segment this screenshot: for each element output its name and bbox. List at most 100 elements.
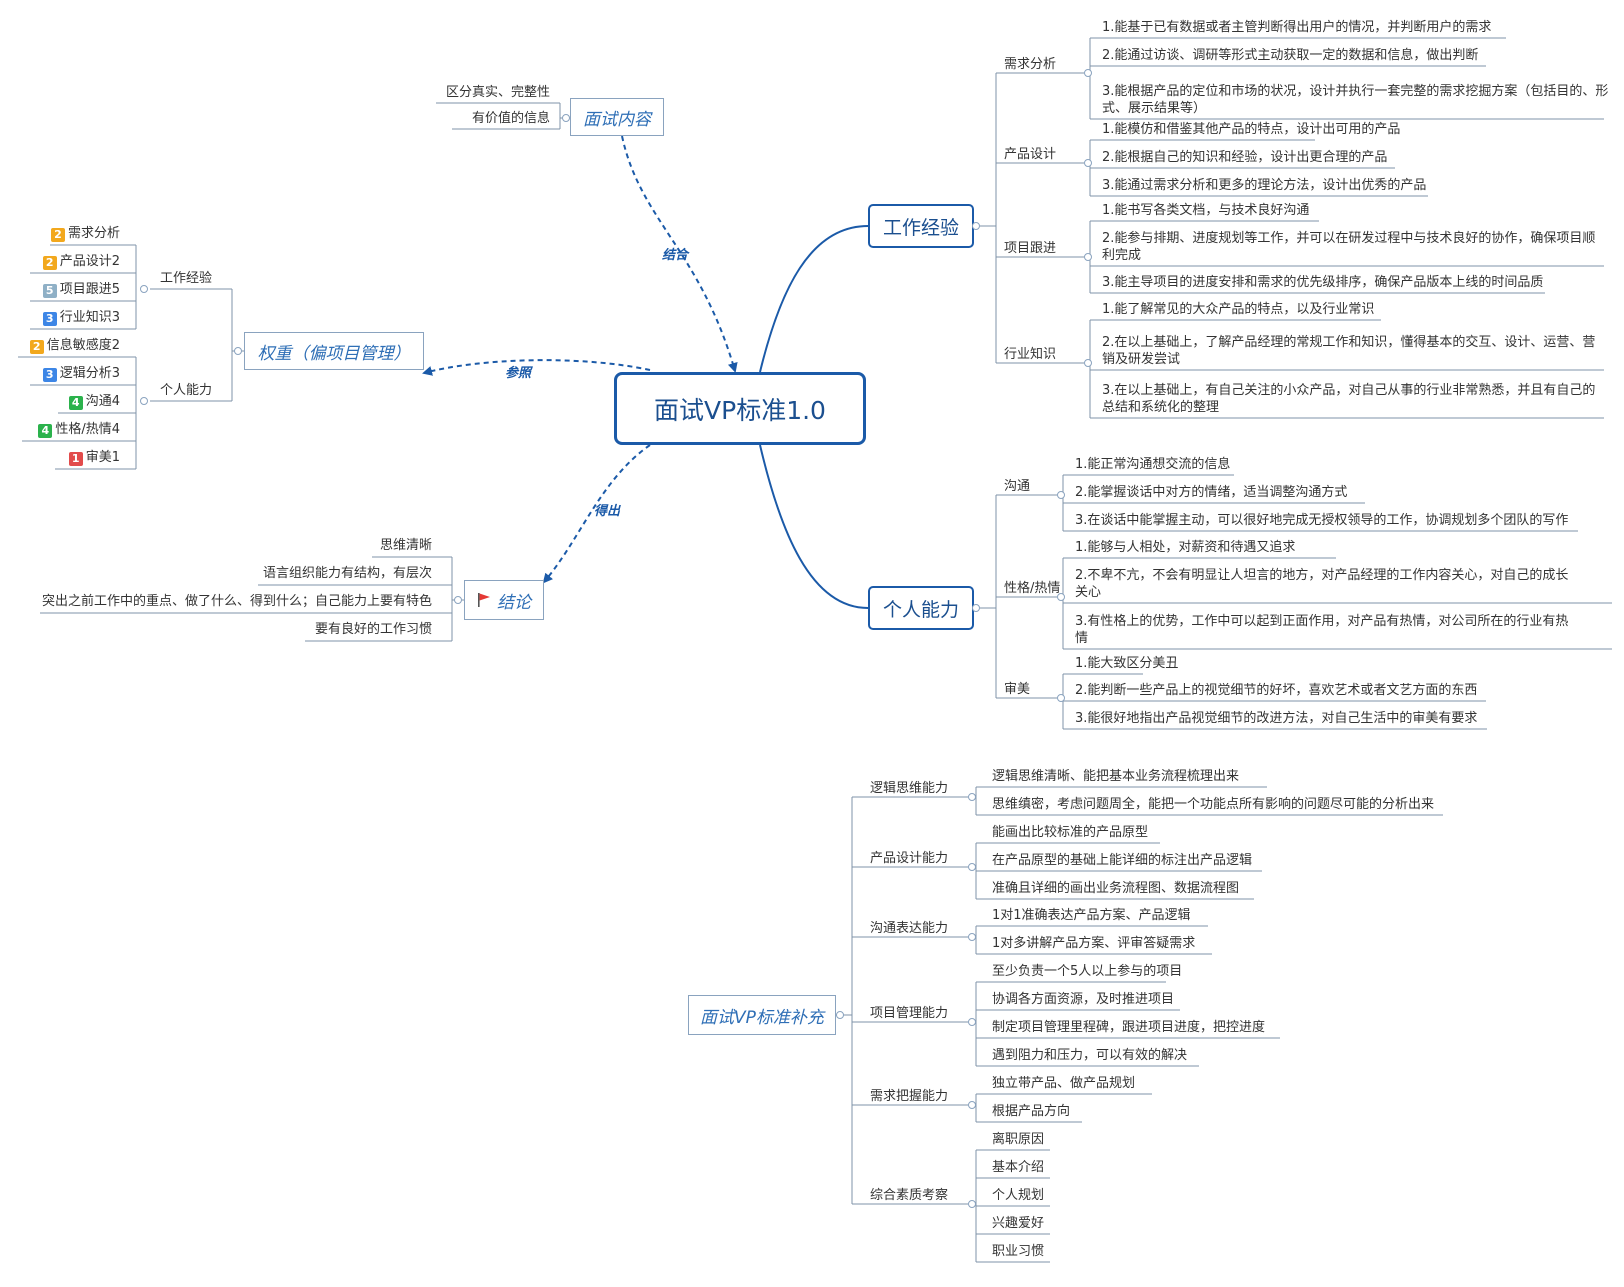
leaf-topic[interactable]: 遇到阻力和压力，可以有效的解决: [992, 1048, 1188, 1063]
leaf-topic[interactable]: 2.不卑不亢，不会有明显让人坦言的地方，对产品经理的工作内容关心，对自己的成长关…: [1075, 568, 1569, 600]
leaf-topic[interactable]: 能画出比较标准的产品原型: [992, 825, 1149, 840]
leaf-topic[interactable]: 1.能模仿和借鉴其他产品的特点，设计出可用的产品: [1102, 122, 1401, 137]
leaf-topic[interactable]: 1.能够与人相处，对薪资和待遇又追求: [1075, 540, 1296, 555]
main-topic-work-experience[interactable]: 工作经验: [868, 204, 974, 248]
leaf-topic[interactable]: 1.能书写各类文档，与技术良好沟通: [1102, 203, 1310, 218]
leaf-topic[interactable]: 3.能主导项目的进度安排和需求的优先级排序，确保产品版本上线的时间品质: [1102, 275, 1544, 290]
collapse-toggle-icon[interactable]: [1084, 359, 1092, 367]
leaf-topic[interactable]: 要有良好的工作习惯: [314, 622, 432, 637]
subtopic-label[interactable]: 项目跟进: [1004, 241, 1057, 256]
subtopic-label[interactable]: 工作经验: [160, 271, 213, 286]
leaf-topic[interactable]: 区分真实、完整性: [445, 85, 550, 100]
subtopic-label[interactable]: 产品设计能力: [870, 851, 949, 866]
collapse-toggle-icon[interactable]: [1084, 253, 1092, 261]
leaf-topic[interactable]: 3.在以上基础上，有自己关注的小众产品，对自己从事的行业非常熟悉，并且有自己的总…: [1102, 383, 1596, 415]
leaf-topic[interactable]: 1.能大致区分美丑: [1075, 656, 1179, 671]
collapse-toggle-icon[interactable]: [1057, 694, 1065, 702]
leaf-topic[interactable]: 2.能参与排期、进度规划等工作，并可以在研发过程中与技术良好的协作，确保项目顺利…: [1102, 231, 1596, 263]
subtopic-label[interactable]: 沟通: [1004, 479, 1031, 494]
collapse-toggle-icon[interactable]: [1057, 593, 1065, 601]
collapse-toggle-icon[interactable]: [968, 793, 976, 801]
leaf-topic[interactable]: 2.能通过访谈、调研等形式主动获取一定的数据和信息，做出判断: [1102, 48, 1479, 63]
leaf-topic[interactable]: 2.能判断一些产品上的视觉细节的好坏，喜欢艺术或者文艺方面的东西: [1075, 683, 1478, 698]
floating-topic-weight[interactable]: 权重（偏项目管理）: [244, 332, 424, 370]
leaf-topic[interactable]: 3.能根据产品的定位和市场的状况，设计并执行一套完整的需求挖掘方案（包括目的、形…: [1102, 84, 1609, 116]
collapse-toggle-icon[interactable]: [562, 114, 570, 122]
leaf-topic-label: 信息敏感度2: [46, 338, 120, 353]
floating-topic-conclusion[interactable]: 结论: [464, 580, 544, 620]
priority-badge-icon: 4: [68, 396, 83, 410]
leaf-topic[interactable]: 语言组织能力有结构，有层次: [262, 566, 432, 581]
collapse-toggle-icon[interactable]: [968, 933, 976, 941]
subtopic-label[interactable]: 综合素质考察: [870, 1188, 949, 1203]
subtopic-label[interactable]: 沟通表达能力: [870, 921, 949, 936]
subtopic-label[interactable]: 行业知识: [1004, 347, 1057, 362]
subtopic-label[interactable]: 需求分析: [1004, 57, 1057, 72]
leaf-topic[interactable]: 协调各方面资源，及时推进项目: [992, 992, 1175, 1007]
leaf-topic[interactable]: 有价值的信息: [471, 111, 550, 126]
leaf-topic[interactable]: 突出之前工作中的重点、做了什么、得到什么；自己能力上要有特色: [41, 594, 432, 609]
leaf-topic[interactable]: 2.能掌握谈话中对方的情绪，适当调整沟通方式: [1075, 485, 1348, 500]
collapse-toggle-icon[interactable]: [972, 222, 980, 230]
subtopic-label[interactable]: 产品设计: [1004, 147, 1057, 162]
collapse-toggle-icon[interactable]: [454, 596, 462, 604]
leaf-topic[interactable]: 制定项目管理里程碑，跟进项目进度，把控进度: [992, 1020, 1266, 1035]
leaf-topic[interactable]: 1对多讲解产品方案、评审答疑需求: [992, 936, 1196, 951]
collapse-toggle-icon[interactable]: [968, 1018, 976, 1026]
leaf-topic[interactable]: 3.能通过需求分析和更多的理论方法，设计出优秀的产品: [1102, 178, 1427, 193]
collapse-toggle-icon[interactable]: [234, 347, 242, 355]
leaf-topic[interactable]: 1.能了解常见的大众产品的特点，以及行业常识: [1102, 302, 1375, 317]
leaf-topic[interactable]: 思维清晰: [379, 538, 432, 553]
subtopic-label[interactable]: 逻辑思维能力: [870, 781, 949, 796]
leaf-topic[interactable]: 2.能根据自己的知识和经验，设计出更合理的产品: [1102, 150, 1388, 165]
central-topic[interactable]: 面试VP标准1.0: [614, 372, 866, 445]
subtopic-label[interactable]: 个人能力: [160, 383, 213, 398]
leaf-topic[interactable]: 准确且详细的画出业务流程图、数据流程图: [992, 881, 1240, 896]
leaf-topic[interactable]: 个人规划: [992, 1188, 1045, 1203]
leaf-topic[interactable]: 根据产品方向: [992, 1104, 1071, 1119]
leaf-topic[interactable]: 在产品原型的基础上能详细的标注出产品逻辑: [992, 853, 1253, 868]
leaf-topic[interactable]: 离职原因: [992, 1132, 1045, 1147]
collapse-toggle-icon[interactable]: [972, 604, 980, 612]
leaf-topic[interactable]: 3.在谈话中能掌握主动，可以很好地完成无授权领导的工作，协调规划多个团队的写作: [1075, 513, 1569, 528]
collapse-toggle-icon[interactable]: [1084, 69, 1092, 77]
leaf-topic[interactable]: 思维缜密，考虑问题周全，能把一个功能点所有影响的问题尽可能的分析出来: [992, 797, 1435, 812]
floating-topic-interview-content[interactable]: 面试内容: [570, 98, 664, 136]
leaf-topic[interactable]: 独立带产品、做产品规划: [992, 1076, 1136, 1091]
collapse-toggle-icon[interactable]: [1084, 159, 1092, 167]
leaf-topic[interactable]: 基本介绍: [992, 1160, 1045, 1175]
collapse-toggle-icon[interactable]: [836, 1011, 844, 1019]
leaf-topic[interactable]: 1对1准确表达产品方案、产品逻辑: [992, 908, 1191, 923]
subtopic-label[interactable]: 性格/热情: [1004, 581, 1061, 596]
main-topic-personal-ability[interactable]: 个人能力: [868, 586, 974, 630]
leaf-topic[interactable]: 1.能正常沟通想交流的信息: [1075, 457, 1231, 472]
priority-badge-icon: 3: [42, 368, 57, 382]
floating-topic-supplement[interactable]: 面试VP标准补充: [688, 995, 836, 1035]
leaf-topic[interactable]: 至少负责一个5人以上参与的项目: [992, 964, 1183, 979]
subtopic-label[interactable]: 需求把握能力: [870, 1089, 949, 1104]
leaf-topic[interactable]: 3.有性格上的优势，工作中可以起到正面作用，对产品有热情，对公司所在的行业有热情: [1075, 614, 1569, 646]
collapse-toggle-icon[interactable]: [968, 863, 976, 871]
collapse-toggle-icon[interactable]: [968, 1101, 976, 1109]
subtopic-label[interactable]: 审美: [1004, 682, 1031, 697]
leaf-topic[interactable]: 兴趣爱好: [992, 1216, 1045, 1231]
collapse-toggle-icon[interactable]: [140, 285, 148, 293]
leaf-topic[interactable]: 3.能很好地指出产品视觉细节的改进方法，对自己生活中的审美有要求: [1075, 711, 1478, 726]
leaf-topic[interactable]: 职业习惯: [992, 1244, 1045, 1259]
leaf-topic[interactable]: 逻辑思维清晰、能把基本业务流程梳理出来: [992, 769, 1240, 784]
leaf-topic[interactable]: 2.在以上基础上，了解产品经理的常规工作和知识，懂得基本的交互、设计、运营、营销…: [1102, 335, 1596, 367]
collapse-toggle-icon[interactable]: [968, 1200, 976, 1208]
collapse-toggle-icon[interactable]: [1057, 491, 1065, 499]
leaf-topic[interactable]: 1.能基于已有数据或者主管判断得出用户的情况，并判断用户的需求: [1102, 20, 1492, 35]
collapse-toggle-icon[interactable]: [140, 397, 148, 405]
subtopic-label[interactable]: 项目管理能力: [870, 1006, 949, 1021]
